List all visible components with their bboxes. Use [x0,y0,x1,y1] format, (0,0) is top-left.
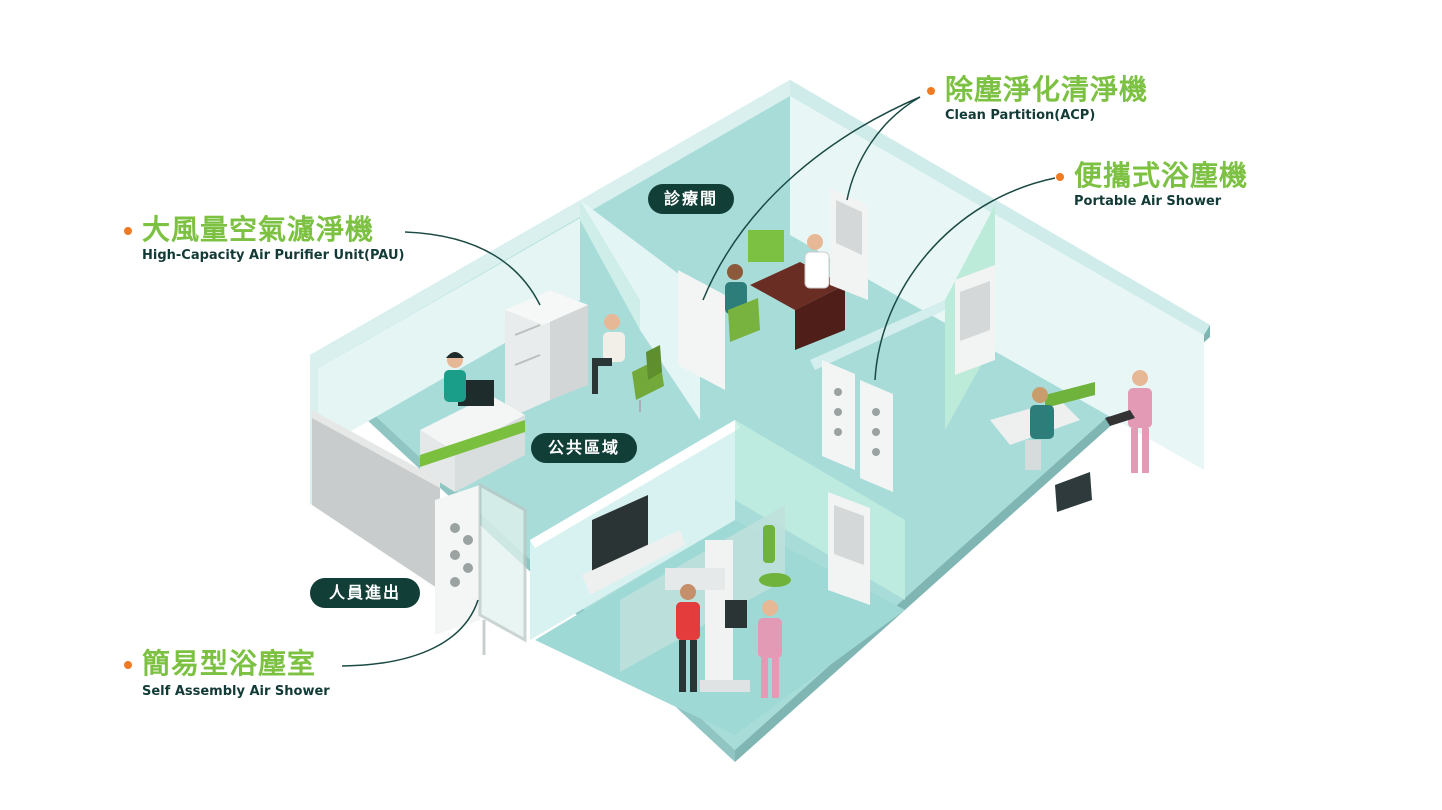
xray-technician [725,600,782,698]
dental-cart [1055,472,1092,512]
waiting-chair [632,345,664,412]
reception-desk [420,380,525,492]
leader-line-portable [874,177,1056,381]
green-stool [759,525,791,587]
acp-partition-consult [830,188,868,300]
room-tag-entry: 人員進出 [310,578,420,608]
acp-partition-xray [828,492,870,605]
dentist [1030,387,1054,439]
consult-patient [725,264,760,342]
callout-portable-subtitle: Portable Air Shower [1074,194,1222,209]
exterior-wall-grey [312,415,440,590]
waiting-patient [592,314,625,394]
portable-air-shower-a [822,360,855,470]
bullet-dot [1056,173,1064,181]
callout-self-assembly-subtitle: Self Assembly Air Shower [142,684,330,699]
dental-nurse [1105,370,1152,473]
xray-patient [676,584,700,692]
leader-line-acp-2 [846,96,921,201]
leader-line-acp-1 [702,96,921,301]
xray-wall-top-edge [530,420,740,548]
back-wall-left [310,80,790,505]
acp-partition-dental [955,265,995,375]
bullet-dot [124,227,132,235]
back-wall-right [790,80,1210,335]
self-assembly-air-shower [435,482,527,655]
room-tag-public: 公共區域 [531,433,637,463]
back-wall-left-face [318,218,580,450]
consult-screen [678,270,725,390]
callout-pau-subtitle: High-Capacity Air Purifier Unit(PAU) [142,248,405,263]
callout-pau-title: 大風量空氣濾淨機 [142,213,375,246]
receptionist [444,352,466,402]
xray-machine [665,540,750,692]
callout-acp-title: 除塵淨化清淨機 [945,73,1149,106]
consult-wall-mint [580,200,640,330]
bullet-dot [124,661,132,669]
floor-edge-right [735,325,1210,762]
room-tag-consult: 診療間 [648,184,734,214]
portable-air-shower-b [860,380,893,492]
exterior-wall-grey-top [312,410,440,488]
doctor [804,234,830,289]
callout-portable-title: 便攜式浴塵機 [1074,159,1249,192]
xray-viewer-panel [582,495,685,595]
leader-line-self-assembly [341,599,479,667]
dental-divider [810,300,945,370]
bullet-dot [927,87,935,95]
pau-unit [505,290,588,420]
leader-line-pau [404,231,541,306]
back-wall-right-face [790,96,1204,470]
callout-acp-subtitle: Clean Partition(ACP) [945,108,1096,123]
callout-self-assembly-title: 簡易型浴塵室 [142,647,317,680]
